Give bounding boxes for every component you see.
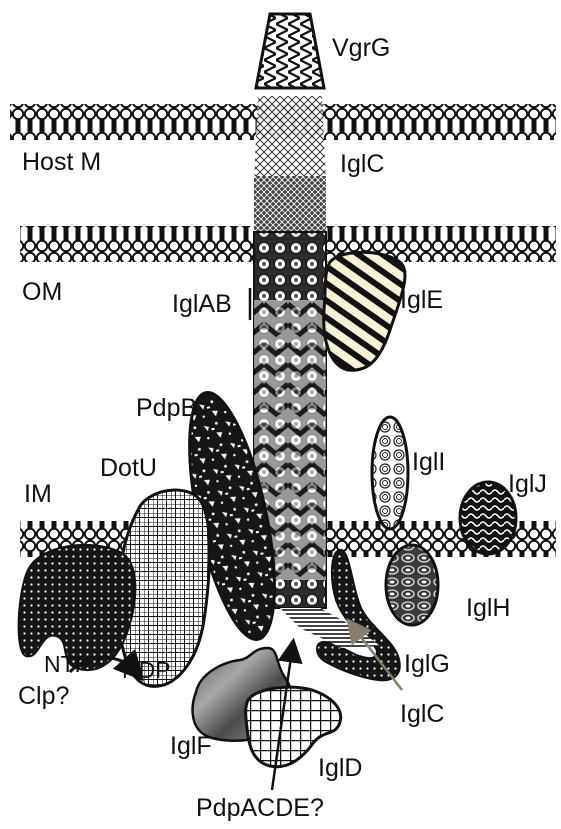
label-igld: IglD [318, 754, 362, 782]
label-ndp: NDP [122, 657, 171, 683]
label-iglc-bottom: IglC [400, 700, 444, 728]
iglc-upper-tube [254, 176, 326, 234]
label-iglg: IglG [404, 650, 450, 678]
label-iglf: IglF [170, 732, 212, 760]
label-iglh: IglH [466, 594, 510, 622]
label-host-m: Host M [22, 148, 101, 176]
label-vgrg: VgrG [332, 34, 390, 62]
label-igle: IglE [400, 286, 443, 314]
vgrg-spike [256, 14, 324, 88]
iglh-protein [386, 545, 438, 625]
label-pdpb: PdpB [136, 394, 197, 422]
label-pdpacde: PdpACDE? [196, 794, 324, 822]
igli-protein [372, 417, 408, 529]
label-iglab: IglAB [172, 290, 232, 318]
label-clp: Clp? [18, 682, 69, 710]
label-om: OM [22, 278, 62, 306]
label-igli: IglI [412, 448, 445, 476]
label-ntp: NTP [44, 651, 90, 677]
label-iglc-top: IglC [340, 150, 384, 178]
label-iglj: IglJ [508, 470, 547, 498]
label-im: IM [24, 480, 52, 508]
iglc-tip [254, 96, 326, 180]
igle-protein [324, 252, 405, 370]
label-dotu: DotU [100, 454, 157, 482]
